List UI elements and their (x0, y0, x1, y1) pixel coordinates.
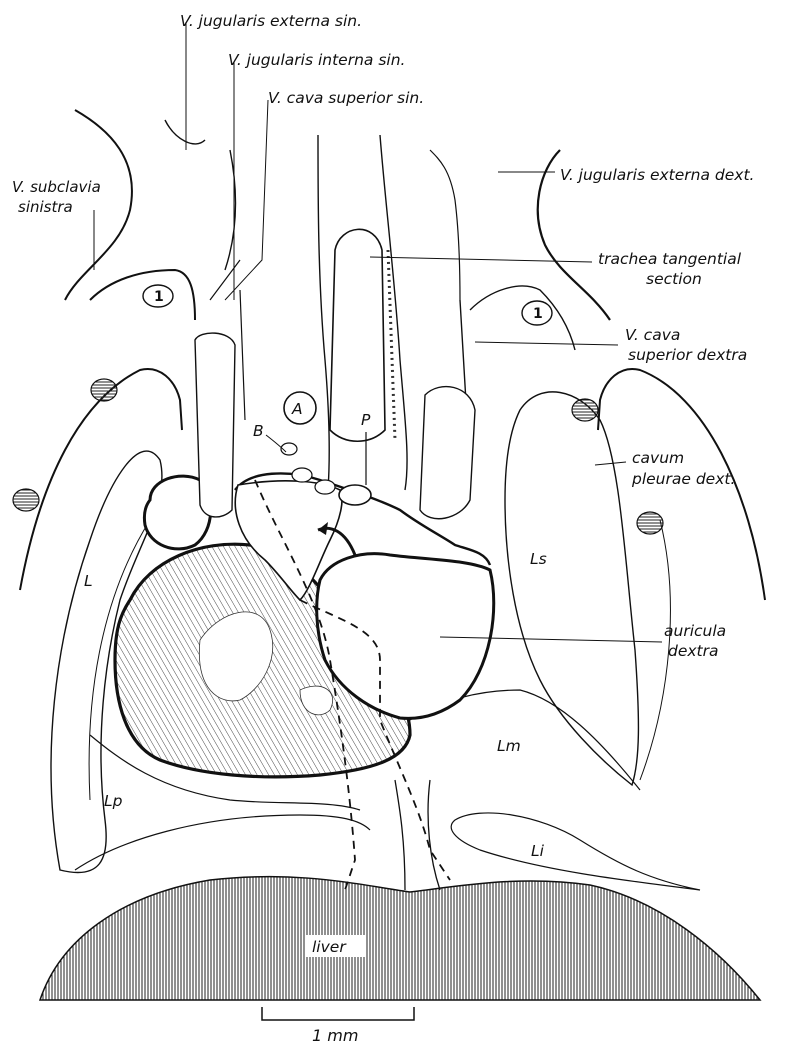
label-lm: Lm (497, 737, 521, 755)
right-cava-column (420, 387, 475, 519)
label-li: Li (531, 842, 545, 860)
scale-bar (262, 1007, 414, 1020)
inferior-vena-cava (395, 780, 440, 890)
trachea-left-wall (318, 135, 329, 490)
left-chest-outline (20, 369, 182, 590)
label-l: L (84, 572, 93, 590)
label-auricula-2: dextra (668, 642, 719, 660)
label-v-cava-dext-2: superior dextra (628, 346, 747, 364)
label-a: A (291, 400, 303, 418)
label-cavum-2: pleurae dext. (631, 470, 735, 488)
label-b: B (253, 422, 264, 440)
label-trachea-1: trachea tangential (598, 250, 742, 268)
label-p: P (361, 411, 371, 429)
vessel-p-ellipse (339, 485, 371, 505)
rib-section-right-2 (637, 512, 663, 534)
liver-shape (40, 877, 760, 1000)
rib-section-left-1 (91, 379, 117, 401)
label-v-jug-ext-dext: V. jugularis externa dext. (560, 166, 754, 184)
right-inferior-lobe (451, 813, 700, 890)
left-jugular-interna (165, 120, 235, 270)
label-rib-right: 1 (533, 306, 543, 322)
small-vessel-1 (292, 468, 312, 482)
left-jugular-externa (65, 110, 132, 300)
label-v-subclavia-1: V. subclavia (12, 178, 101, 196)
trachea-section (330, 229, 385, 441)
label-lp: Lp (104, 792, 123, 810)
scale-bar-label: 1 mm (312, 1026, 358, 1045)
rib-section-left-2 (13, 489, 39, 511)
label-v-jug-int-sin: V. jugularis interna sin. (228, 51, 405, 69)
label-ls: Ls (530, 550, 547, 568)
rib-section-right-1 (572, 399, 598, 421)
right-lung-upper (505, 392, 638, 785)
b-pointer (266, 435, 286, 452)
left-cava-column (195, 333, 235, 517)
small-vessel-2 (315, 480, 335, 494)
label-rib-left: 1 (154, 289, 164, 305)
label-v-subclavia-2: sinistra (18, 198, 73, 216)
label-v-cava-sup-sin: V. cava superior sin. (268, 89, 424, 107)
label-auricula-1: auricula (664, 622, 726, 640)
label-liver: liver (312, 938, 347, 956)
right-jugular-curve (430, 150, 460, 300)
label-trachea-2: section (646, 270, 702, 288)
label-v-cava-dext-1: V. cava (625, 326, 680, 344)
label-v-jug-ext-sin: V. jugularis externa sin. (180, 12, 362, 30)
right-cava-superior-outline (460, 286, 575, 470)
label-cavum-1: cavum (632, 449, 684, 467)
right-lung-lower (640, 520, 670, 780)
